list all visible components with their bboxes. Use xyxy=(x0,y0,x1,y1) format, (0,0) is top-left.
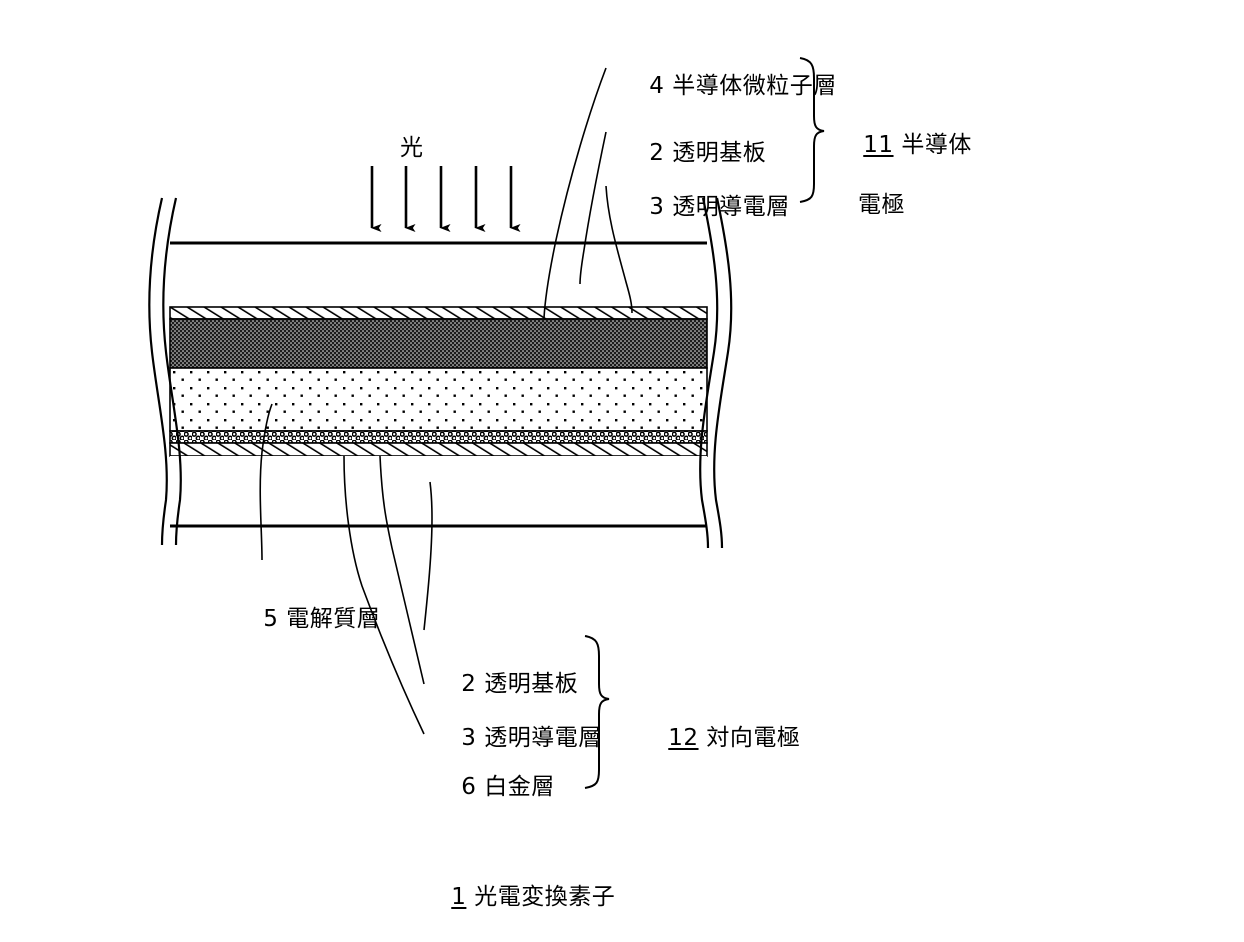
leader-line-4 xyxy=(543,67,607,319)
label-text: 白金層 xyxy=(484,774,555,800)
layer-transparent-substrate-top xyxy=(170,243,707,307)
light-label: 光 xyxy=(400,135,424,161)
patent-figure: 光 4 半導体微粒子層 2 透明基板 3 透明導電層 11 半導体 電極 5 電… xyxy=(148,41,972,910)
leader-lines-bottom xyxy=(343,455,433,735)
label-ref-number: 6 xyxy=(461,774,477,800)
label-ref-number: 3 xyxy=(461,725,477,751)
label-platinum-layer: 6 白金層 xyxy=(430,742,555,832)
layer-platinum xyxy=(169,430,708,444)
label-semiconductor-particle-layer: 4 半導体微粒子層 xyxy=(618,41,837,131)
label-electrolyte-layer: 5 電解質層 xyxy=(232,574,380,664)
light-arrows xyxy=(370,166,521,232)
label-ref-number: 4 xyxy=(649,73,665,99)
label-ref-number: 2 xyxy=(649,140,665,166)
bracket-counter-electrode xyxy=(584,635,610,789)
layer-semiconductor-particles xyxy=(169,318,708,369)
caption-text: 光電変換素子 xyxy=(474,884,616,910)
label-text: 透明基板 xyxy=(484,671,579,697)
layer-electrolyte xyxy=(169,367,708,432)
label-text: 半導体微粒子層 xyxy=(672,73,837,99)
bracket-label-text-line2: 電極 xyxy=(858,192,905,218)
label-text: 透明基板 xyxy=(672,140,767,166)
break-line-left xyxy=(148,197,182,546)
bracket-ref-number: 11 xyxy=(863,132,894,158)
figure-canvas xyxy=(148,57,825,789)
bracket-label-text-line1: 半導体 xyxy=(901,132,972,158)
leader-line-3-bottom xyxy=(379,455,425,685)
leader-line-2-top xyxy=(579,131,607,285)
label-transparent-substrate-bottom: 2 透明基板 xyxy=(430,639,578,729)
leader-line-5 xyxy=(259,403,273,561)
layer-transparent-substrate-bottom xyxy=(170,456,707,526)
layer-transparent-conductive-top xyxy=(169,306,708,320)
label-ref-number: 2 xyxy=(461,671,477,697)
label-transparent-conductive-top: 3 透明導電層 xyxy=(618,162,790,252)
bracket-ref-number: 12 xyxy=(668,725,699,751)
leader-line-3-top xyxy=(605,185,633,314)
bracket-semiconductor-electrode xyxy=(799,57,825,203)
leader-line-2-bottom xyxy=(423,481,433,631)
label-text: 透明導電層 xyxy=(484,725,602,751)
label-text: 電解質層 xyxy=(286,606,381,632)
leader-line-6 xyxy=(343,455,425,735)
label-ref-number: 3 xyxy=(649,194,665,220)
label-text: 透明導電層 xyxy=(672,194,790,220)
leader-lines-top xyxy=(543,67,633,319)
label-transparent-substrate-top: 2 透明基板 xyxy=(618,108,766,198)
leader-lines-side xyxy=(259,403,273,561)
label-transparent-conductive-bottom: 3 透明導電層 xyxy=(430,693,602,783)
figure-caption: 1 光電変換素子 xyxy=(420,852,615,942)
label-ref-number: 5 xyxy=(263,606,279,632)
bracket-label-text-line1: 対向電極 xyxy=(706,725,801,751)
layer-transparent-conductive-bottom xyxy=(169,442,708,457)
bracket-label-counter-electrode: 12 対向電極 xyxy=(637,693,800,783)
layer-stack xyxy=(169,241,708,528)
bracket-label-semiconductor-electrode: 11 半導体 電極 xyxy=(832,100,972,280)
caption-ref-number: 1 xyxy=(451,884,467,910)
break-line-right xyxy=(699,197,733,549)
